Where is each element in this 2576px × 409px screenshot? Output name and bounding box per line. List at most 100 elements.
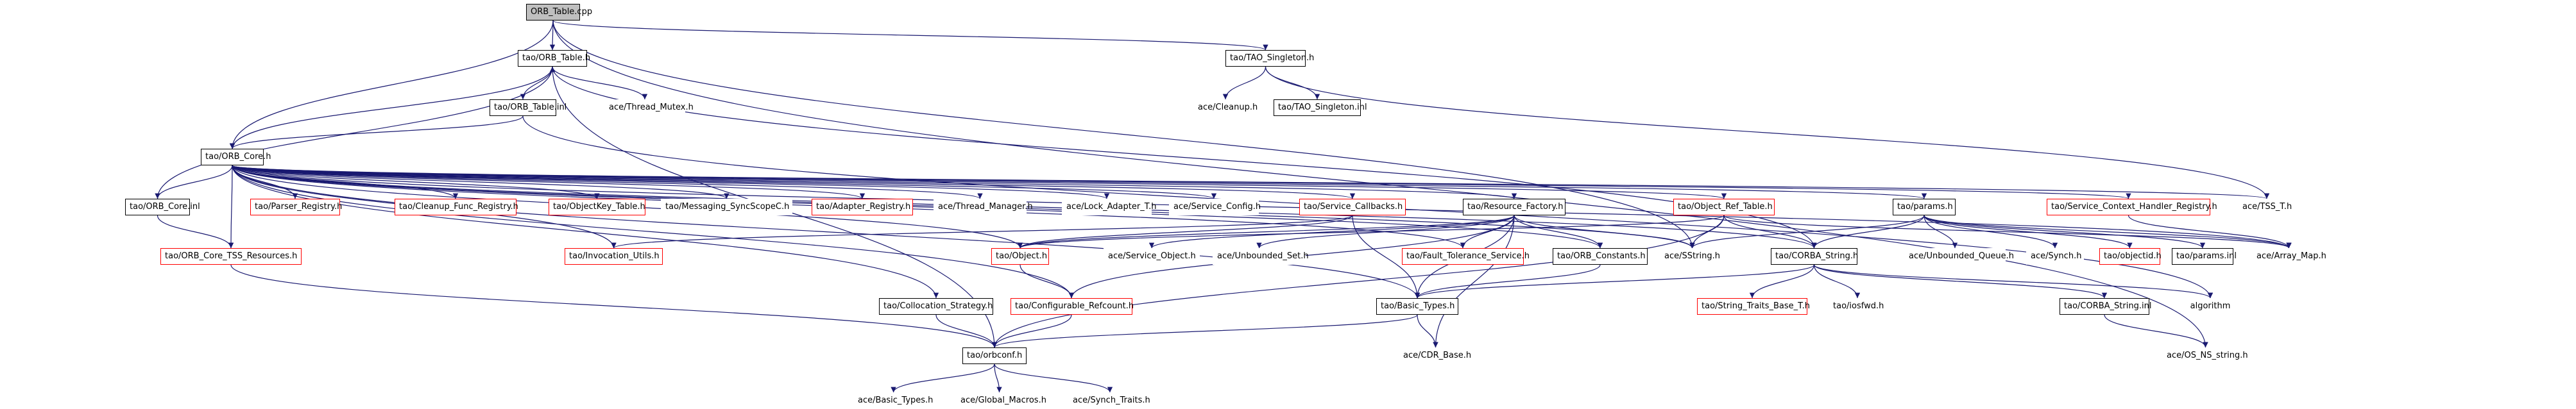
node-corba-string-h[interactable]: tao/CORBA_String.h [1771,248,1858,265]
edge-resource-factory-h-to-orb-constants-h [1514,215,1603,249]
node-orb-core-h[interactable]: tao/ORB_Core.h [201,149,271,165]
node-collocation-strategy-h[interactable]: tao/Collocation_Strategy.h [879,298,993,315]
edge-tao-singleton-h-to-cleanup-h [1222,66,1267,100]
edge-orb-core-inl-to-orb-core-tss-resources-h [157,215,234,249]
node-params-h[interactable]: tao/params.h [1893,199,1956,215]
node-orb-constants-h[interactable]: tao/ORB_Constants.h [1553,248,1648,265]
node-string-traits-base-t-h[interactable]: tao/String_Traits_Base_T.h [1697,298,1810,315]
edge-resource-factory-h-to-object-h [1018,215,1515,249]
node-orb-core-inl[interactable]: tao/ORB_Core.inl [125,199,200,215]
edge-orb-table-h-to-corba-string-h [552,66,1817,249]
edge-orb-core-h-to-orb-core-inl [155,165,233,199]
node-thread-manager-h: ace/Thread_Manager.h [934,199,1033,215]
edge-orb-core-inl-to-orb-table-h [157,66,556,199]
edge-basic-types-h-to-orbconf-h [992,314,1418,348]
node-service-object-h: ace/Service_Object.h [1104,248,1200,265]
edge-service-context-handler-registry-h-to-array-map-h [2128,215,2292,249]
edge-orb-core-h-to-params-h [232,165,1927,199]
edge-orb-core-h-to-basic-types-h [232,165,1420,299]
edge-tao-singleton-h-to-tao-singleton-inl [1265,66,1320,100]
edge-tao-singleton-h-to-tss-t-h [1265,66,2270,199]
edge-service-callbacks-h-to-basic-types-h [1352,215,1420,299]
edge-service-callbacks-h-to-invocation-utils-h [611,215,1353,249]
node-adapter-registry-h[interactable]: tao/Adapter_Registry.h [812,199,913,215]
node-unbounded-queue-h: ace/Unbounded_Queue.h [1904,248,2014,265]
node-lock-adapter-t-h: ace/Lock_Adapter_T.h [1062,199,1156,215]
node-object-h[interactable]: tao/Object.h [991,248,1049,265]
node-resource-factory-h[interactable]: tao/Resource_Factory.h [1463,199,1565,215]
edge-params-h-to-objectid-h [1923,215,2133,249]
edge-resource-factory-h-to-service-object-h [1148,215,1515,249]
node-os-ns-string-h: ace/OS_NS_string.h [2162,347,2249,364]
edge-params-h-to-synch-h [1923,215,2058,249]
edge-orb-core-h-to-service-callbacks-h [232,165,1355,199]
edge-orbconf-h-to-ace-basic-types-h [891,363,995,393]
node-cleanup-h: ace/Cleanup.h [1193,99,1258,116]
node-service-callbacks-h[interactable]: tao/Service_Callbacks.h [1299,199,1406,215]
edge-corba-string-h-to-string-traits-base-t-h [1749,264,1815,299]
edge-orb-table-h-to-orb-core-h [229,66,553,149]
edge-orb-core-h-to-thread-manager-h [232,165,983,199]
node-invocation-utils-h[interactable]: tao/Invocation_Utils.h [565,248,663,265]
node-parser-registry-h[interactable]: tao/Parser_Registry.h [250,199,342,215]
node-orb-table-cpp: ORB_Table.cpp [526,4,592,21]
edge-corba-string-inl-to-os-ns-string-h [2104,314,2208,348]
edge-service-callbacks-h-to-object-h [1017,215,1353,249]
edge-orb-table-h-to-orb-table-inl [520,66,553,100]
edge-orb-core-h-to-lock-adapter-t-h [232,165,1109,199]
edge-resource-factory-h-to-cdr-base-h [1433,215,1515,348]
node-algorithm: algorithm [2185,298,2236,315]
node-orbconf-h[interactable]: tao/orbconf.h [962,347,1027,364]
node-synch-traits-h: ace/Synch_Traits.h [1068,392,1152,409]
node-service-config-h: ace/Service_Config.h [1169,199,1261,215]
node-cleanup-func-registry-h[interactable]: tao/Cleanup_Func_Registry.h [395,199,518,215]
edge-object-ref-table-h-to-array-map-h [1723,215,2292,249]
edge-orb-table-cpp-to-orb-core-h [229,20,554,149]
node-tss-t-h: ace/TSS_T.h [2238,199,2296,215]
node-configurable-refcount-h[interactable]: tao/Configurable_Refcount.h [1011,298,1134,315]
node-global-macros-h: ace/Global_Macros.h [956,392,1046,409]
node-messaging-syncscopec-h: tao/Messaging_SyncScopeC.h [661,199,792,215]
edge-params-h-to-sstring-h [1689,215,1925,249]
node-synch-h: ace/Synch.h [2026,248,2084,265]
edge-corba-string-h-to-corba-string-inl [1813,264,2108,299]
edge-orb-core-h-to-tss-t-h [232,165,2269,199]
edge-orb-core-h-to-adapter-registry-h [232,165,865,199]
node-tao-singleton-h[interactable]: tao/TAO_Singleton.h [1225,50,1314,67]
edge-basic-types-h-to-cdr-base-h [1417,314,1438,348]
edge-object-h-to-configurable-refcount-h [1019,264,1075,299]
node-unbounded-set-h: ace/Unbounded_Set.h [1213,248,1309,265]
edge-orbconf-h-to-synch-traits-h [994,363,1113,393]
edge-orb-core-h-to-configurable-refcount-h [232,165,1075,299]
edge-orb-core-h-to-object-ref-table-h [232,165,1727,199]
node-orb-core-tss-resources-h[interactable]: tao/ORB_Core_TSS_Resources.h [160,248,302,265]
node-params-inl[interactable]: tao/params.inl [2172,248,2237,265]
node-objectkey-table-h[interactable]: tao/ObjectKey_Table.h [549,199,645,215]
node-fault-tolerance-service-h[interactable]: tao/Fault_Tolerance_Service.h [1402,248,1530,265]
edge-orbconf-h-to-global-macros-h [994,363,1002,393]
edge-corba-string-h-to-basic-types-h [1415,264,1815,299]
node-orb-table-h[interactable]: tao/ORB_Table.h [518,50,590,67]
edge-object-ref-table-h-to-orbconf-h [991,215,1725,348]
edge-orb-core-h-to-resource-factory-h [232,165,1517,199]
node-tao-singleton-inl[interactable]: tao/TAO_Singleton.inl [1274,99,1367,116]
edge-object-ref-table-h-to-object-h [1018,215,1725,249]
node-basic-types-h[interactable]: tao/Basic_Types.h [1376,298,1458,315]
edge-corba-string-h-to-iosfwd-h [1813,264,1861,299]
edge-params-h-to-array-map-h [1923,215,2292,249]
edge-configurable-refcount-h-to-orbconf-h [991,314,1072,348]
node-object-ref-table-h[interactable]: tao/Object_Ref_Table.h [1673,199,1775,215]
node-orb-table-inl[interactable]: tao/ORB_Table.inl [490,99,567,116]
edge-resource-factory-h-to-fault-tolerance-service-h [1460,215,1515,249]
edge-orb-core-tss-resources-h-to-orbconf-h [230,264,998,348]
edge-params-h-to-params-inl [1923,215,2206,249]
node-corba-string-inl[interactable]: tao/CORBA_String.inl [2060,298,2151,315]
edge-params-h-to-unbounded-queue-h [1923,215,1958,249]
node-objectid-h[interactable]: tao/objectid.h [2099,248,2162,265]
edge-orb-constants-h-to-basic-types-h [1414,264,1601,299]
node-array-map-h: ace/Array_Map.h [2252,248,2326,265]
edge-orb-table-cpp-to-sstring-h [552,20,1695,249]
node-service-context-handler-registry-h[interactable]: tao/Service_Context_Handler_Registry.h [2047,199,2217,215]
edge-orb-core-h-to-service-config-h [232,165,1216,199]
